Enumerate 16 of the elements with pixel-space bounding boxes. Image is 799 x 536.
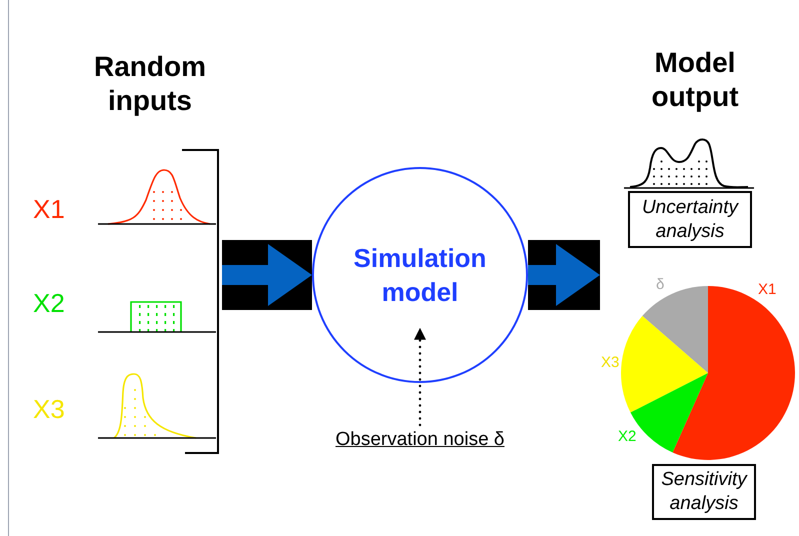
pie-slice-label: δ [656,276,664,293]
input-variable-label: X3 [33,394,65,424]
input-variable-label: X1 [33,194,65,224]
pie-slice-label: X3 [601,354,620,371]
analysis-title: Sensitivity analysis [660,468,748,516]
process-title: Simulation model [352,242,488,309]
noise-note: Observation noise δ [336,428,504,452]
input-variable-label: X2 [33,288,65,318]
analysis-box [628,191,752,248]
section-heading: Model output [650,46,740,114]
analysis-title: Uncertainty analysis [640,196,740,244]
section-heading: Random inputs [93,50,207,118]
pie-slice-label: X2 [618,428,636,445]
dotted-arrow [414,328,426,426]
pie-slice-label: X1 [758,281,776,298]
analysis-box [652,464,756,520]
